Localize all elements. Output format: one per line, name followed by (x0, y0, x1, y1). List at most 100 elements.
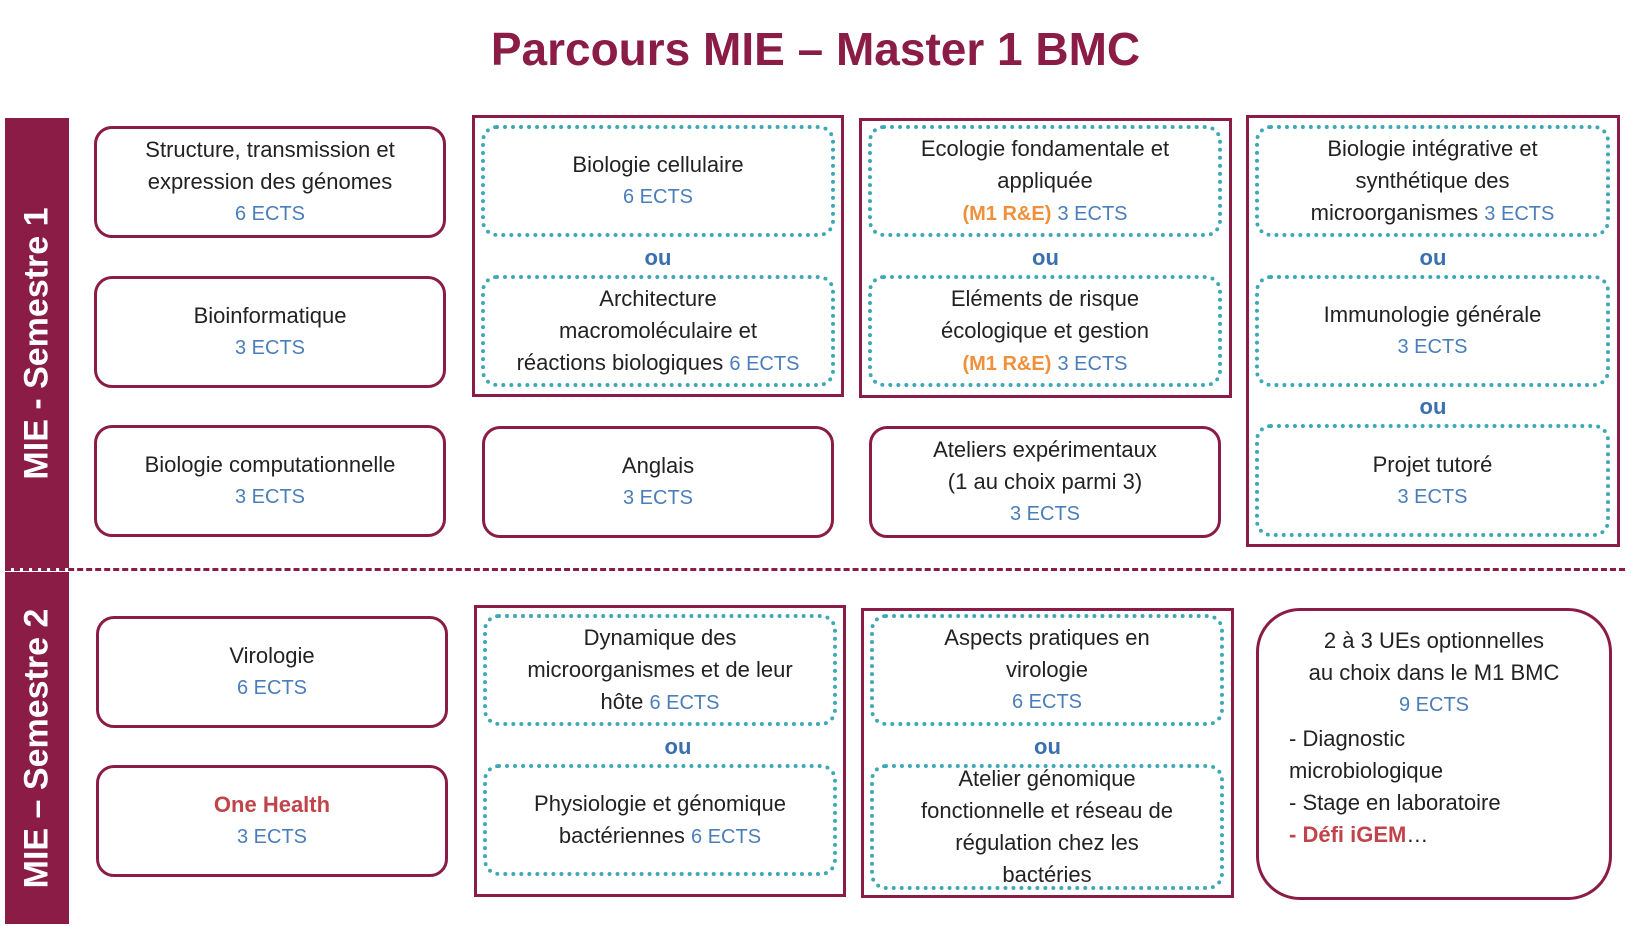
ou-separator: ou (644, 245, 672, 270)
ou-separator: ou (1032, 245, 1059, 270)
list-item: - Défi iGEM… (1289, 819, 1597, 851)
ue-structure-genomes: Structure, transmission et expression de… (94, 126, 446, 238)
semester-1-bar: MIE - Semestre 1 (5, 118, 69, 568)
ue-title-line: réactions biologiques 6 ECTS (517, 347, 800, 380)
ue-title-line: Dynamique des (583, 624, 737, 650)
ue-biologie-integrative: Biologie intégrative et synthétique des … (1255, 125, 1610, 237)
page-title: Parcours MIE – Master 1 BMC (490, 23, 1141, 75)
ue-title-line: appliquée (997, 167, 1093, 193)
ue-title-text: hôte (600, 688, 644, 714)
ue-title-line: Ecologie fondamentale et (920, 135, 1170, 161)
ue-title-line: bactéries (1002, 862, 1092, 887)
ects-label: 3 ECTS (1057, 202, 1128, 225)
ou-separator: ou (664, 734, 692, 759)
ue-title-line: synthétique des (1355, 167, 1510, 193)
ue-title-line: Atelier génomique (958, 766, 1136, 791)
list-item: - Stage en laboratoire (1289, 790, 1501, 815)
ects-label: 3 ECTS (1397, 336, 1468, 358)
ue-title-line: hôte 6 ECTS (601, 686, 720, 719)
ue-title-line: fonctionnelle et réseau de (921, 798, 1173, 823)
ue-title-line: Architecture (599, 285, 717, 311)
ue-architecture-macromoleculaire: Architecture macromoléculaire et réactio… (481, 275, 835, 387)
ue-title-line: Biologie cellulaire (572, 152, 744, 177)
ue-anglais: Anglais 3 ECTS (482, 426, 834, 538)
ue-title-line: microorganismes et de leur (527, 656, 793, 682)
ue-biologie-cellulaire: Biologie cellulaire 6 ECTS (481, 125, 835, 237)
ou-separator: ou (1034, 734, 1061, 759)
ects-label: 6 ECTS (236, 677, 308, 699)
semester-2-bar: MIE – Semestre 2 (5, 572, 69, 924)
ue-title-line: virologie (1006, 657, 1088, 682)
ue-title-line: macromoléculaire et (558, 317, 758, 343)
ue-dynamique-microorganismes: Dynamique des microorganismes et de leur… (483, 614, 837, 726)
ue-title-line: écologique et gestion (941, 317, 1149, 343)
ects-label: 3 ECTS (1484, 202, 1555, 225)
ects-label: 6 ECTS (234, 203, 306, 225)
ue-title-text: bactériennes (558, 822, 685, 848)
semester-divider (5, 568, 1625, 571)
ue-title-line: Biologie intégrative et (1327, 135, 1538, 161)
ue-title-line: expression des génomes (147, 169, 393, 194)
ue-title-line: Virologie (229, 643, 315, 668)
list-item: - Diagnostic (1289, 726, 1406, 751)
ue-optionnelles: 2 à 3 UEs optionnelles au choix dans le … (1256, 608, 1612, 900)
ects-label: 6 ECTS (729, 352, 800, 375)
defi-igem-highlight: Défi iGEM (1302, 822, 1407, 847)
ue-title-line: Projet tutoré (1372, 451, 1493, 477)
ue-physiologie-genomique: Physiologie et génomique bactériennes 6 … (483, 764, 837, 876)
ue-title-text: microorganismes (1310, 199, 1479, 225)
ects-label: 9 ECTS (1398, 694, 1470, 716)
ue-title-line: Ateliers expérimentaux (933, 437, 1157, 462)
ects-label: 6 ECTS (1011, 691, 1083, 713)
ue-title-line: (M1 R&E) 3 ECTS (962, 347, 1127, 380)
m1-re-tag: (M1 R&E) (962, 202, 1052, 225)
ue-title-line: régulation chez les (955, 830, 1139, 855)
ue-title-line: Anglais (621, 453, 695, 478)
ue-ecologie-fondamentale: Ecologie fondamentale et appliquée (M1 R… (868, 125, 1222, 237)
m1-re-tag: (M1 R&E) (962, 352, 1052, 375)
ue-immunologie-generale: Immunologie générale 3 ECTS (1255, 275, 1610, 387)
ects-label: 3 ECTS (1057, 352, 1128, 375)
ue-virologie: Virologie 6 ECTS (96, 616, 448, 728)
ue-title-line: bactériennes 6 ECTS (559, 820, 761, 853)
ue-bioinformatique: Bioinformatique 3 ECTS (94, 276, 446, 388)
ue-biologie-computationnelle: Biologie computationnelle 3 ECTS (94, 425, 446, 537)
ue-title-line: Bioinformatique (193, 303, 347, 328)
ue-title-line: 2 à 3 UEs optionnelles (1323, 628, 1545, 653)
ue-title-line: Structure, transmission et (145, 137, 395, 162)
ue-title-line: (1 au choix parmi 3) (947, 469, 1143, 494)
ects-label: 3 ECTS (234, 337, 306, 359)
ue-title-line: Eléments de risque (950, 285, 1140, 311)
ue-title-line: Biologie computationnelle (144, 452, 396, 477)
ects-label: 3 ECTS (236, 826, 308, 848)
semester-2-label: MIE – Semestre 2 (17, 608, 56, 888)
ou-separator: ou (1419, 245, 1447, 270)
ue-projet-tutore: Projet tutoré 3 ECTS (1255, 424, 1610, 537)
ects-label: 3 ECTS (1397, 485, 1468, 508)
optional-ue-list: - Diagnostic microbiologique - Stage en … (1271, 723, 1597, 851)
ou-separator: ou (1419, 394, 1447, 419)
list-item: microbiologique (1289, 758, 1444, 783)
ue-elements-risque-ecologique: Eléments de risque écologique et gestion… (868, 275, 1222, 387)
ue-title-line: Immunologie générale (1323, 302, 1542, 327)
semester-1-label: MIE - Semestre 1 (17, 206, 56, 480)
ue-title-line: One Health (213, 792, 331, 817)
ects-label: 6 ECTS (649, 691, 720, 714)
list-bullet: - (1289, 822, 1303, 847)
ects-label: 6 ECTS (691, 825, 762, 848)
ue-title-text: réactions biologiques (516, 349, 724, 375)
ue-title-line: Physiologie et génomique (534, 790, 786, 816)
ue-title-line: Aspects pratiques en (944, 625, 1150, 650)
ects-label: 3 ECTS (622, 487, 694, 509)
ue-aspects-pratiques-virologie: Aspects pratiques en virologie 6 ECTS (870, 614, 1224, 726)
ue-atelier-genomique-fonctionnelle: Atelier génomique fonctionnelle et résea… (870, 764, 1224, 890)
ue-ateliers-experimentaux: Ateliers expérimentaux (1 au choix parmi… (869, 426, 1221, 538)
ects-label: 3 ECTS (234, 486, 306, 508)
ue-title-line: (M1 R&E) 3 ECTS (962, 197, 1127, 230)
ue-one-health: One Health 3 ECTS (96, 765, 448, 877)
ellipsis: … (1406, 822, 1429, 847)
ue-title-line: au choix dans le M1 BMC (1308, 660, 1560, 685)
ects-label: 3 ECTS (1009, 503, 1081, 525)
ue-title-line: microorganismes 3 ECTS (1311, 197, 1555, 230)
ects-label: 6 ECTS (622, 186, 694, 208)
